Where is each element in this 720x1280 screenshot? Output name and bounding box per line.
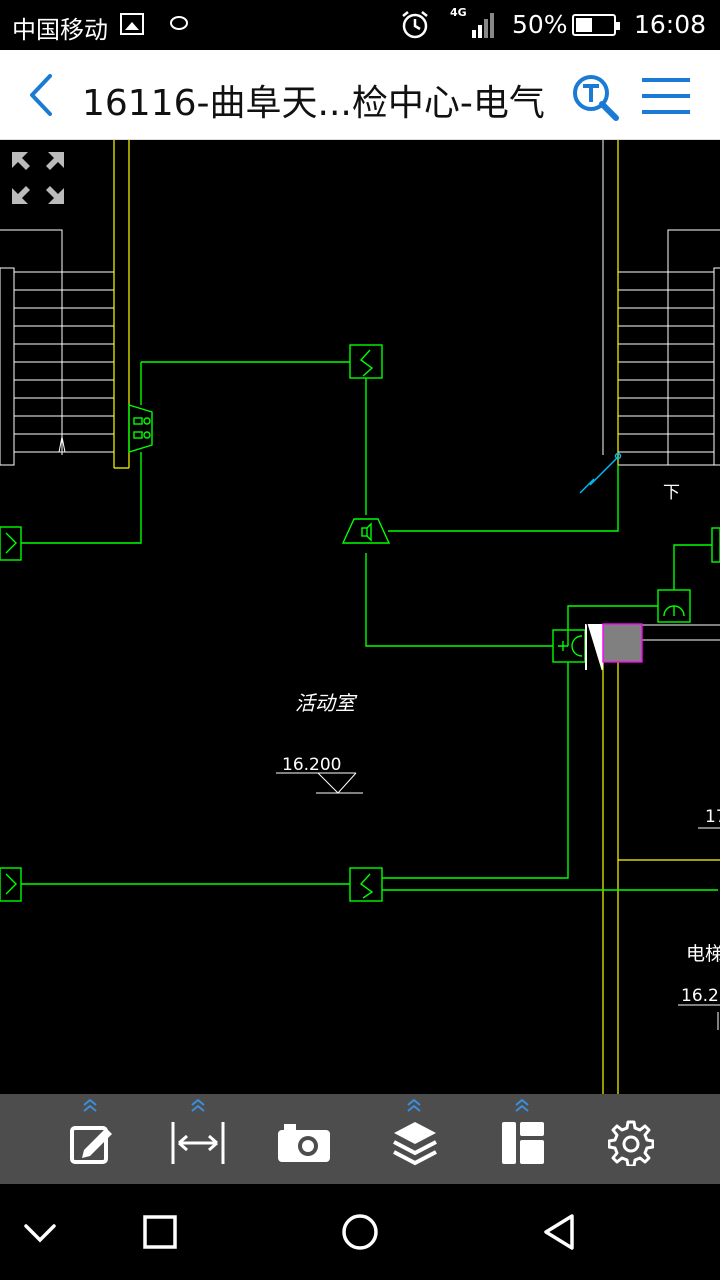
alarm-icon [402, 11, 428, 39]
text-search-icon[interactable] [570, 72, 620, 122]
partial-room-right: 电梯机 [686, 943, 720, 965]
cad-drawing-canvas[interactable]: 活动室 16.200 17 电梯机 16.200 下 [0, 140, 720, 1094]
level-label: 16.200 [282, 755, 341, 775]
switch-symbols [0, 344, 720, 902]
partial-level-right: 17 [705, 807, 720, 827]
title-bar: 16116-曲阜天...检中心-电气 [0, 50, 720, 140]
measure-tool-button[interactable] [158, 1094, 238, 1184]
cyan-arrow [579, 452, 622, 494]
system-nav-bar [0, 1184, 720, 1280]
expand-up-icon[interactable] [406, 1098, 422, 1112]
clock: 16:08 [634, 10, 707, 39]
right-wall [602, 140, 720, 1094]
drawing-labels: 活动室 16.200 17 电梯机 16.200 下 [282, 483, 720, 1006]
gallery-notification-icon [120, 13, 144, 35]
carrier-label: 中国移动 [12, 16, 108, 44]
chevron-down-icon[interactable] [16, 1208, 64, 1256]
settings-tool-button[interactable] [590, 1094, 670, 1184]
left-wall [113, 140, 130, 469]
camera-tool-button[interactable] [264, 1094, 344, 1184]
fullscreen-icon[interactable] [10, 150, 66, 206]
measure-icon [171, 1122, 225, 1164]
expand-up-icon[interactable] [190, 1098, 206, 1112]
back-triangle-icon[interactable] [536, 1208, 584, 1256]
speaker-symbol [341, 518, 391, 544]
page-title: 16116-曲阜天...检中心-电气 [82, 83, 545, 124]
back-arrow-icon[interactable] [22, 72, 62, 118]
cad-drawing-svg[interactable]: 活动室 16.200 17 电梯机 16.200 下 [0, 140, 720, 1094]
layers-tool-button[interactable] [374, 1094, 454, 1184]
edit-tool-button[interactable] [50, 1094, 130, 1184]
partial-level-right-2: 16.200 [681, 986, 720, 1006]
signal-icon [472, 13, 494, 38]
room-label: 活动室 [295, 691, 358, 715]
home-icon[interactable] [336, 1208, 384, 1256]
camera-icon [278, 1124, 330, 1162]
chat-notification-icon [170, 16, 188, 30]
right-room-lines [618, 624, 720, 1030]
bottom-toolbar [0, 1094, 720, 1184]
wiring [21, 361, 718, 891]
layers-icon [393, 1122, 437, 1166]
left-stair [0, 229, 114, 466]
edit-icon [70, 1126, 112, 1164]
level-marker [276, 772, 363, 794]
battery-percent: 50% [512, 10, 568, 39]
stair-direction-label: 下 [663, 483, 680, 503]
distribution-panel [585, 623, 643, 671]
settings-icon [608, 1120, 654, 1166]
right-stair [602, 140, 720, 466]
layout-icon [502, 1122, 544, 1164]
menu-icon[interactable] [640, 76, 692, 116]
status-bar: 中国移动 4G 50% 16:08 [0, 0, 720, 50]
expand-up-icon[interactable] [514, 1098, 530, 1112]
battery-icon [572, 14, 620, 36]
recent-apps-icon[interactable] [136, 1208, 184, 1256]
network-type-label: 4G [450, 6, 467, 19]
layout-tool-button[interactable] [482, 1094, 562, 1184]
expand-up-icon[interactable] [82, 1098, 98, 1112]
